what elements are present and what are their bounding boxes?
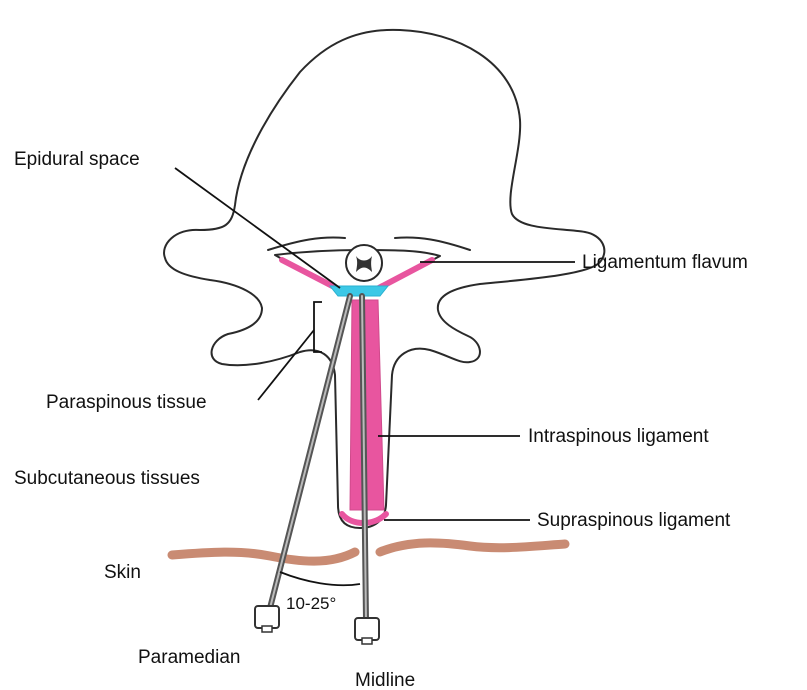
label-intraspinous-ligament: Intraspinous ligament <box>528 426 709 447</box>
midline-needle-hub <box>355 618 379 640</box>
label-subcutaneous-tissues: Subcutaneous tissues <box>14 468 200 489</box>
paraspinous-bracket <box>314 302 322 352</box>
label-paramedian: Paramedian <box>138 647 240 668</box>
vertebra-outline <box>164 30 604 528</box>
label-epidural-space: Epidural space <box>14 149 140 170</box>
label-midline: Midline <box>355 670 415 690</box>
angle-arc <box>280 572 360 585</box>
spinal-cord <box>346 245 382 281</box>
paramedian-needle-hub <box>255 606 279 628</box>
label-supraspinous-ligament: Supraspinous ligament <box>537 510 731 531</box>
paramedian-needle <box>255 296 350 632</box>
leader-epidural-space <box>175 168 340 288</box>
skin-band-left <box>172 552 355 561</box>
label-skin: Skin <box>104 562 141 583</box>
leader-paraspinous-tissue <box>258 330 314 400</box>
label-ligamentum-flavum: Ligamentum flavum <box>582 252 748 273</box>
skin-band-right <box>380 543 565 552</box>
label-paraspinous-tissue: Paraspinous tissue <box>46 392 207 413</box>
label-angle: 10-25° <box>286 594 336 613</box>
